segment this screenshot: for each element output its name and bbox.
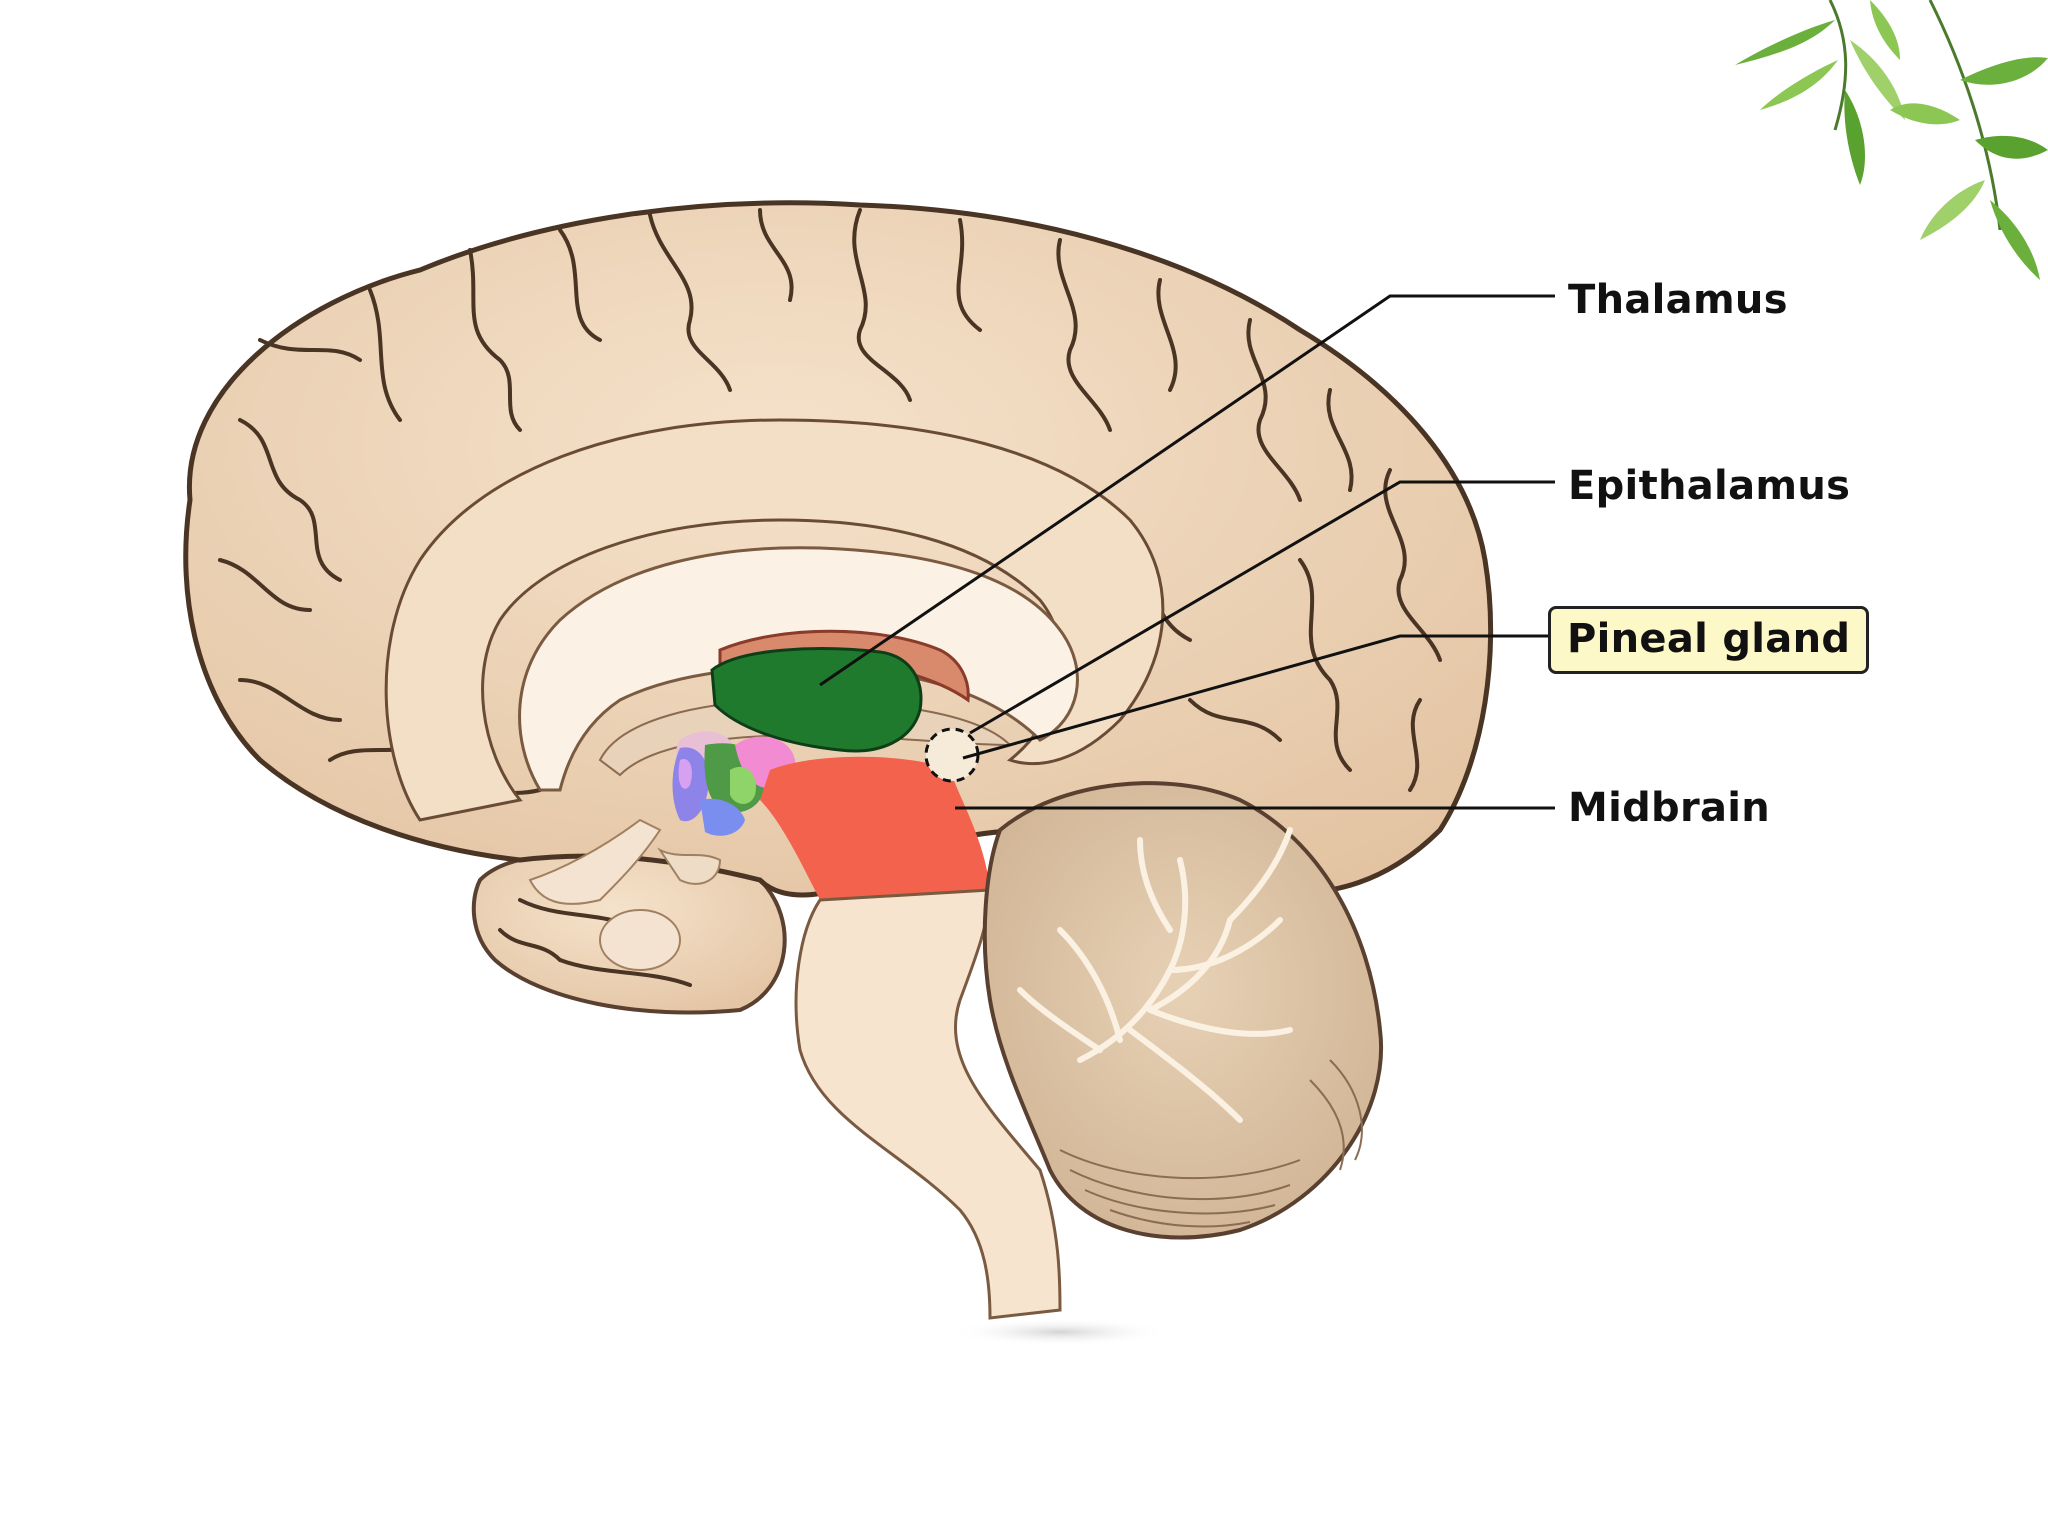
leader-pineal [962, 634, 1548, 760]
leader-thalamus [819, 294, 1555, 687]
sulci [218, 208, 1442, 987]
thalamus-region [710, 647, 923, 753]
leader-lines [819, 294, 1555, 810]
leaf-decoration-icon [1735, 0, 2048, 280]
label-thalamus: Thalamus [1568, 277, 1788, 323]
cingulate-gyrus [384, 418, 1165, 822]
hypothalamus-cluster [672, 731, 796, 836]
mammillary-body [657, 847, 722, 885]
midbrain-region [760, 756, 990, 900]
ground-shadow [950, 1318, 1170, 1346]
brainstem [794, 888, 1062, 1320]
pituitary-stalk [528, 818, 662, 905]
cerebellum [982, 781, 1384, 1240]
leader-epithalamus [969, 480, 1555, 735]
label-midbrain: Midbrain [1568, 785, 1771, 831]
pituitary [599, 909, 681, 971]
label-epithalamus: Epithalamus [1568, 463, 1851, 509]
label-pineal-gland: Pineal gland [1548, 606, 1870, 674]
corpus-callosum [518, 546, 1079, 792]
